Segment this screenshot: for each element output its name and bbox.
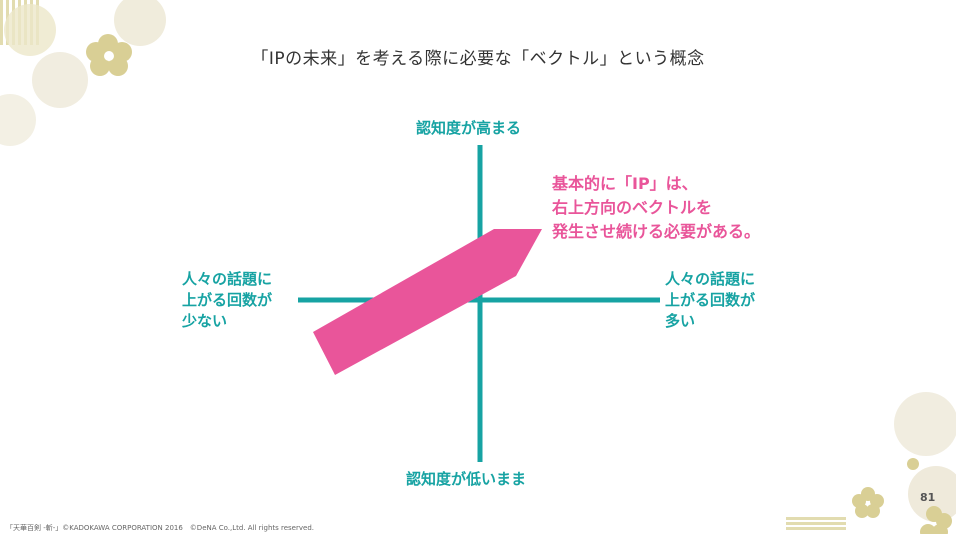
- axis-label-top: 認知度が高まる: [416, 118, 521, 139]
- callout-line: 発生させ続ける必要がある。: [552, 220, 760, 244]
- callout-line: 右上方向のベクトルを: [552, 196, 760, 220]
- axis-label-left: 人々の話題に 上がる回数が 少ない: [182, 269, 272, 332]
- axis-label-right-line: 人々の話題に: [665, 269, 755, 290]
- axis-label-left-line: 少ない: [182, 311, 272, 332]
- page-number: 81: [920, 491, 935, 504]
- copyright-footer: 「天華百剣 -斬-」©KADOKAWA CORPORATION 2016 ©De…: [6, 523, 314, 533]
- callout-line: 基本的に「IP」は、: [552, 172, 760, 196]
- axis-label-right: 人々の話題に 上がる回数が 多い: [665, 269, 755, 332]
- callout-text: 基本的に「IP」は、 右上方向のベクトルを 発生させ続ける必要がある。: [552, 172, 760, 244]
- axis-label-bottom: 認知度が低いまま: [406, 469, 526, 490]
- axis-label-left-line: 人々の話題に: [182, 269, 272, 290]
- axis-label-left-line: 上がる回数が: [182, 290, 272, 311]
- axis-label-right-line: 上がる回数が: [665, 290, 755, 311]
- axis-label-right-line: 多い: [665, 311, 755, 332]
